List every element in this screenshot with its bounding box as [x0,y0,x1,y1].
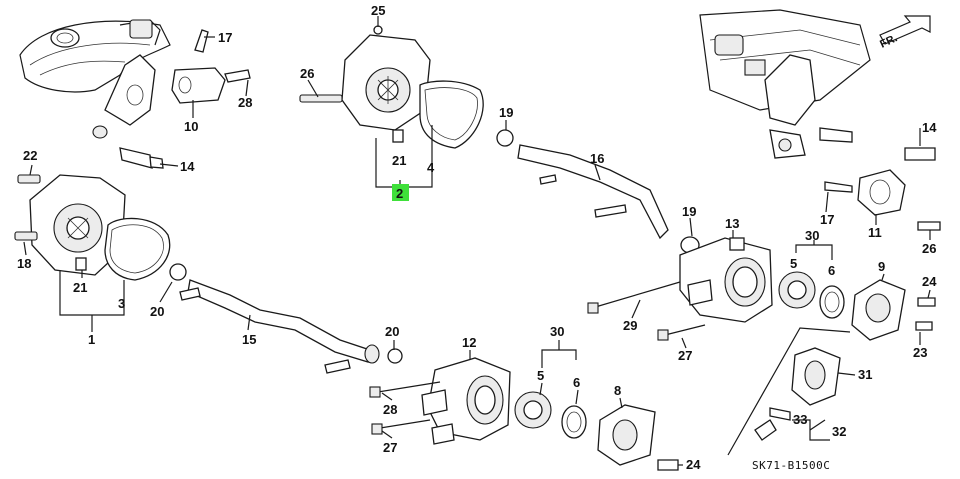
callout-16[interactable]: 16 [590,151,604,166]
water-pump-1 [14,174,171,281]
thermostat-5-6-lower [514,391,587,439]
water-outlet-assembly-10 [92,29,251,139]
callout-28a[interactable]: 28 [238,95,252,110]
callout-24b[interactable]: 24 [686,457,701,472]
sensor-14-left [119,147,164,169]
direction-label: FR. [878,32,899,50]
callout-21a[interactable]: 21 [392,153,406,168]
callout-28b[interactable]: 28 [383,402,397,417]
water-pipe-15 [169,263,403,374]
callout-5b[interactable]: 5 [537,368,544,383]
callout-2[interactable]: 2 [396,186,403,201]
callout-30b[interactable]: 30 [550,324,564,339]
callout-13[interactable]: 13 [725,216,739,231]
callout-32[interactable]: 32 [832,424,846,439]
callout-10[interactable]: 10 [184,119,198,134]
thermostat-housing-13 [587,237,773,341]
callout-26b[interactable]: 26 [922,241,936,256]
callout-20a[interactable]: 20 [150,304,164,319]
callout-20b[interactable]: 20 [385,324,399,339]
engine-block-right [699,9,941,231]
callout-11[interactable]: 11 [868,225,882,240]
callout-19b[interactable]: 19 [682,204,696,219]
callout-22[interactable]: 22 [23,148,37,163]
callout-5a[interactable]: 5 [790,256,797,271]
callout-17b[interactable]: 17 [820,212,834,227]
callout-33[interactable]: 33 [793,412,807,427]
callout-14a[interactable]: 14 [180,159,195,174]
callout-9[interactable]: 9 [878,259,885,274]
callout-21b[interactable]: 21 [73,280,87,295]
water-outlet-9 [851,279,936,341]
water-pump-2 [299,25,484,149]
callout-6b[interactable]: 6 [573,375,580,390]
callout-24a[interactable]: 24 [922,274,937,289]
callout-12[interactable]: 12 [462,335,476,350]
inset-detail [727,327,851,456]
callout-19a[interactable]: 19 [499,105,513,120]
callout-labels: 25 17 26 28 10 19 14 14 21 4 2 16 22 17 … [17,3,937,472]
callout-8[interactable]: 8 [614,383,621,398]
callout-3[interactable]: 3 [118,296,125,311]
callout-14b[interactable]: 14 [922,120,937,135]
diagram-code: SK71-B1500C [752,459,830,472]
callout-27a[interactable]: 27 [678,348,692,363]
callout-29[interactable]: 29 [623,318,637,333]
callout-26a[interactable]: 26 [300,66,314,81]
water-pipe-16 [496,129,700,254]
engine-block-left [19,19,171,93]
callout-4[interactable]: 4 [427,160,435,175]
callout-23[interactable]: 23 [913,345,927,360]
callout-27b[interactable]: 27 [383,440,397,455]
callout-18[interactable]: 18 [17,256,31,271]
callout-17a[interactable]: 17 [218,30,232,45]
thermostat-housing-12 [369,357,511,445]
water-outlet-8 [597,404,679,471]
thermostat-5-6-right [778,271,845,319]
callout-1[interactable]: 1 [88,332,95,347]
callout-25[interactable]: 25 [371,3,385,18]
callout-15[interactable]: 15 [242,332,256,347]
highlight-box [392,184,409,201]
callout-30a[interactable]: 30 [805,228,819,243]
leader-lines [23,16,931,466]
callout-31[interactable]: 31 [858,367,872,382]
callout-6a[interactable]: 6 [828,263,835,278]
